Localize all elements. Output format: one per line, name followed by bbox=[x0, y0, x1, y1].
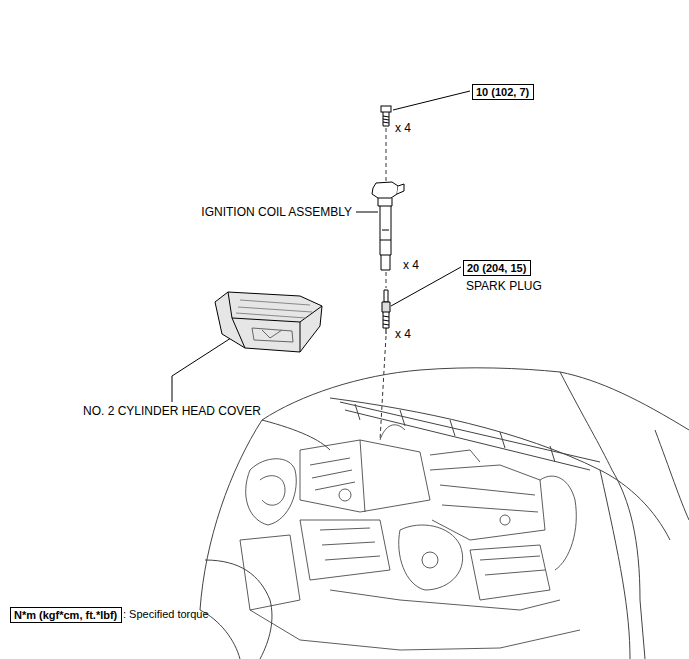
torque-value: 20 (204, 15) bbox=[467, 261, 526, 275]
torque-value: N*m (kgf*cm, ft.*lbf) bbox=[14, 608, 117, 622]
leader-line bbox=[393, 91, 470, 110]
part-name: IGNITION COIL ASSEMBLY bbox=[201, 205, 352, 219]
quantity-label: x 4 bbox=[395, 327, 411, 341]
legend-text: : Specified torque bbox=[121, 607, 209, 621]
cylinder-head-cover bbox=[215, 292, 322, 352]
engine-bay bbox=[240, 425, 580, 650]
quantity-label: x 4 bbox=[395, 121, 411, 135]
bolt bbox=[381, 106, 391, 126]
ignition-coil bbox=[372, 182, 404, 270]
vehicle-outline bbox=[200, 368, 689, 659]
torque-value-box: 10 (102, 7) bbox=[472, 84, 534, 100]
part-name: SPARK PLUG bbox=[466, 279, 542, 293]
part-name: NO. 2 CYLINDER HEAD COVER bbox=[83, 404, 261, 418]
leader-line bbox=[356, 212, 378, 213]
torque-value-box: 20 (204, 15) bbox=[463, 260, 531, 276]
spark-plug bbox=[382, 290, 390, 334]
leader-line bbox=[391, 267, 461, 306]
quantity-label: x 4 bbox=[403, 258, 419, 272]
torque-legend-box: N*m (kgf*cm, ft.*lbf): Specified torque bbox=[10, 607, 122, 623]
torque-value: 10 (102, 7) bbox=[476, 85, 529, 99]
